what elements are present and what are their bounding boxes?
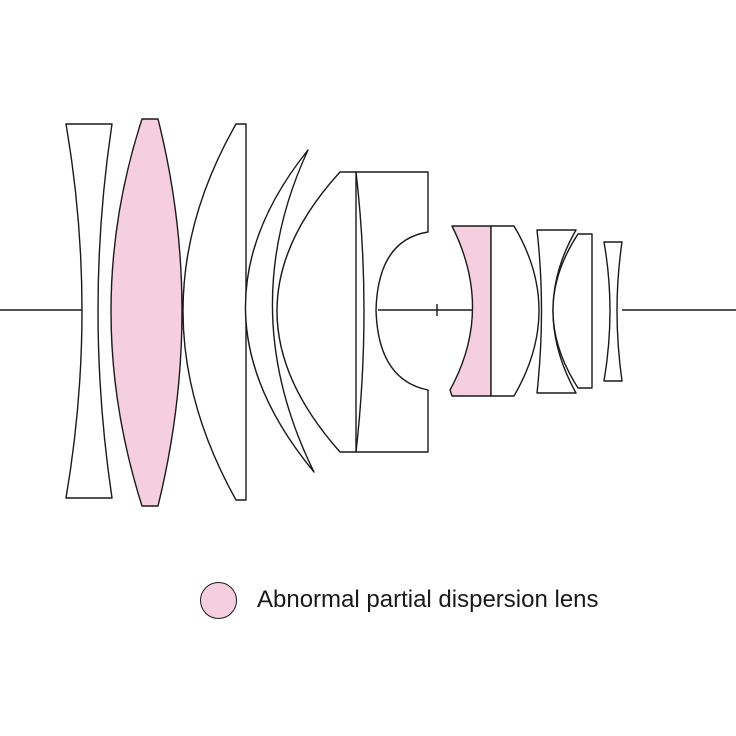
legend: Abnormal partial dispersion lens bbox=[200, 580, 599, 620]
lens-element-3 bbox=[182, 123, 247, 501]
lens-element-4 bbox=[244, 149, 315, 473]
lens-element-11 bbox=[603, 241, 623, 382]
lens-element-1 bbox=[65, 123, 113, 499]
lens-element-7 bbox=[449, 225, 492, 397]
lens-element-6 bbox=[355, 171, 429, 453]
lens-element-2 bbox=[110, 118, 183, 507]
lens-element-10 bbox=[552, 233, 593, 389]
legend-swatch bbox=[200, 581, 237, 619]
lens-element-5 bbox=[276, 171, 357, 453]
lens-element-9 bbox=[536, 229, 577, 394]
lens-element-8 bbox=[490, 225, 540, 397]
legend-label: Abnormal partial dispersion lens bbox=[257, 586, 599, 613]
